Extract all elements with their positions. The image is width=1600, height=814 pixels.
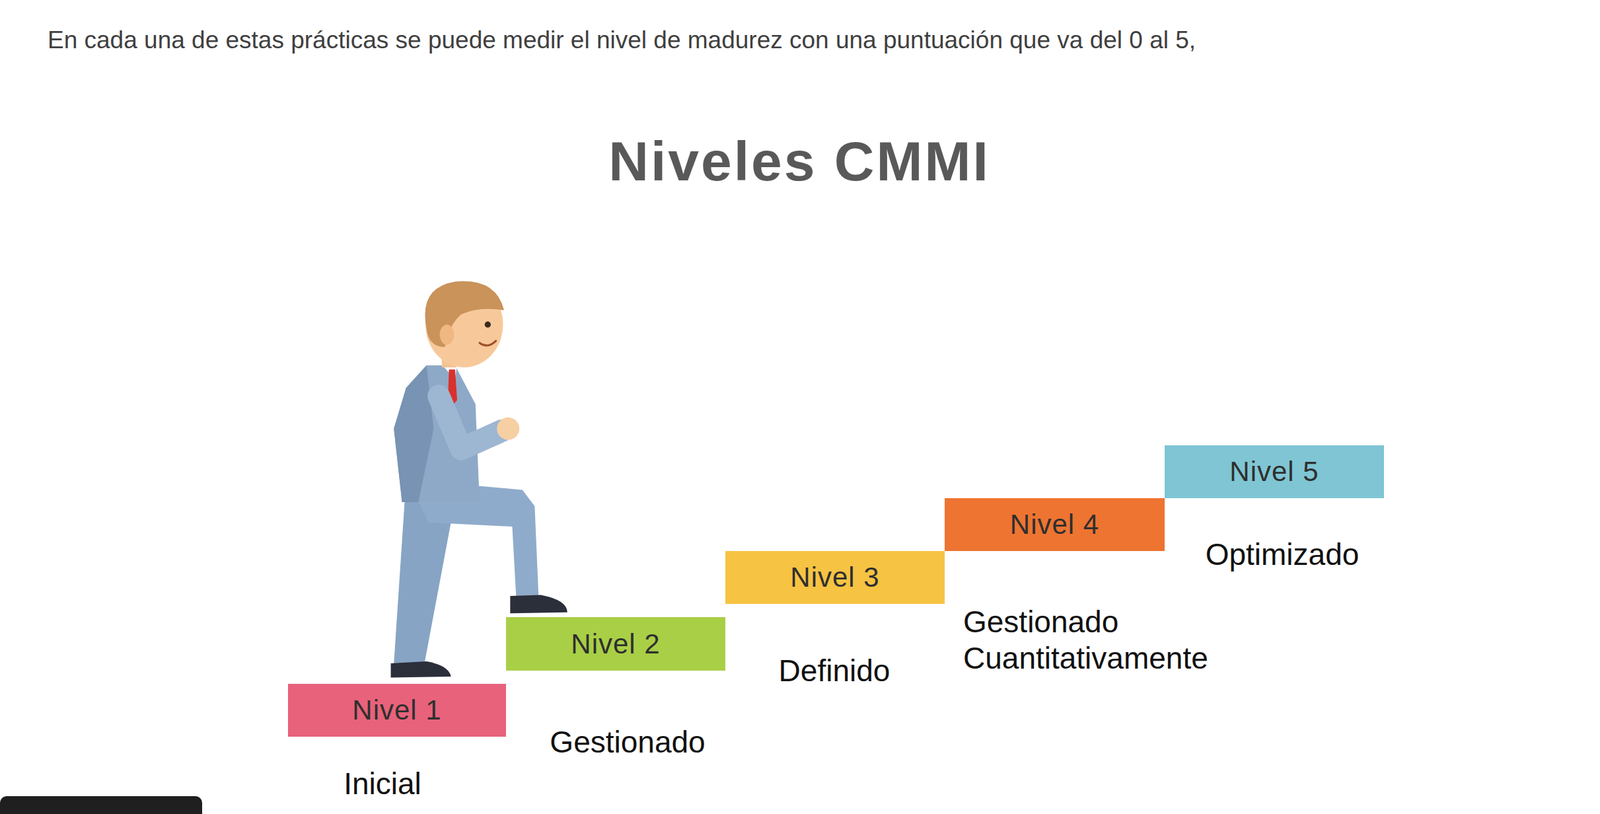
diagram-title: Niveles CMMI — [608, 129, 991, 194]
level-name: Nivel 2 — [570, 628, 660, 660]
ui-bar — [0, 796, 203, 814]
jacket-shade — [393, 365, 434, 503]
description-text: Optimizado — [1205, 537, 1360, 572]
step-bar: Nivel 5 — [1164, 445, 1384, 499]
step-bar: Nivel 2 — [506, 617, 726, 671]
level-description: Gestionado — [549, 724, 705, 761]
description-text: Gestionado — [549, 724, 705, 760]
level-description: Optimizado — [1205, 536, 1360, 573]
eye — [484, 321, 491, 328]
level-description: Inicial — [343, 765, 422, 802]
hair — [424, 281, 505, 348]
step-bar: Nivel 3 — [725, 550, 945, 604]
step-bar: Nivel 4 — [944, 498, 1165, 551]
description-text: Definido — [778, 653, 891, 688]
level-name: Nivel 1 — [352, 694, 442, 727]
description-text: Gestionado Cuantitativamente — [963, 604, 1209, 676]
title-text: Niveles CMMI — [608, 130, 991, 193]
front-shoe — [509, 595, 567, 614]
hand — [496, 417, 520, 440]
label-text: En cada una de estas prácticas se puede … — [47, 26, 1196, 54]
mouth — [479, 340, 497, 346]
level-description: Gestionado Cuantitativamente — [963, 603, 1287, 677]
arm — [438, 395, 503, 449]
level-step: Nivel 4Gestionado Cuantitativamente — [944, 498, 1165, 551]
ear — [439, 324, 455, 345]
level-name: Nivel 3 — [790, 561, 880, 594]
level-step: Nivel 3Definido — [725, 550, 945, 604]
intro-text: En cada una de estas prácticas se puede … — [47, 26, 1196, 55]
back-shoe — [391, 661, 452, 678]
level-step: Nivel 5Optimizado — [1164, 445, 1384, 499]
level-description: Definido — [778, 652, 891, 690]
level-name: Nivel 5 — [1229, 455, 1319, 488]
level-name: Nivel 4 — [1010, 508, 1100, 541]
description-text: Inicial — [343, 766, 422, 801]
step-bar: Nivel 1 — [288, 683, 507, 737]
level-step: Nivel 1Inicial — [288, 683, 507, 737]
level-step: Nivel 2Gestionado — [506, 617, 726, 671]
